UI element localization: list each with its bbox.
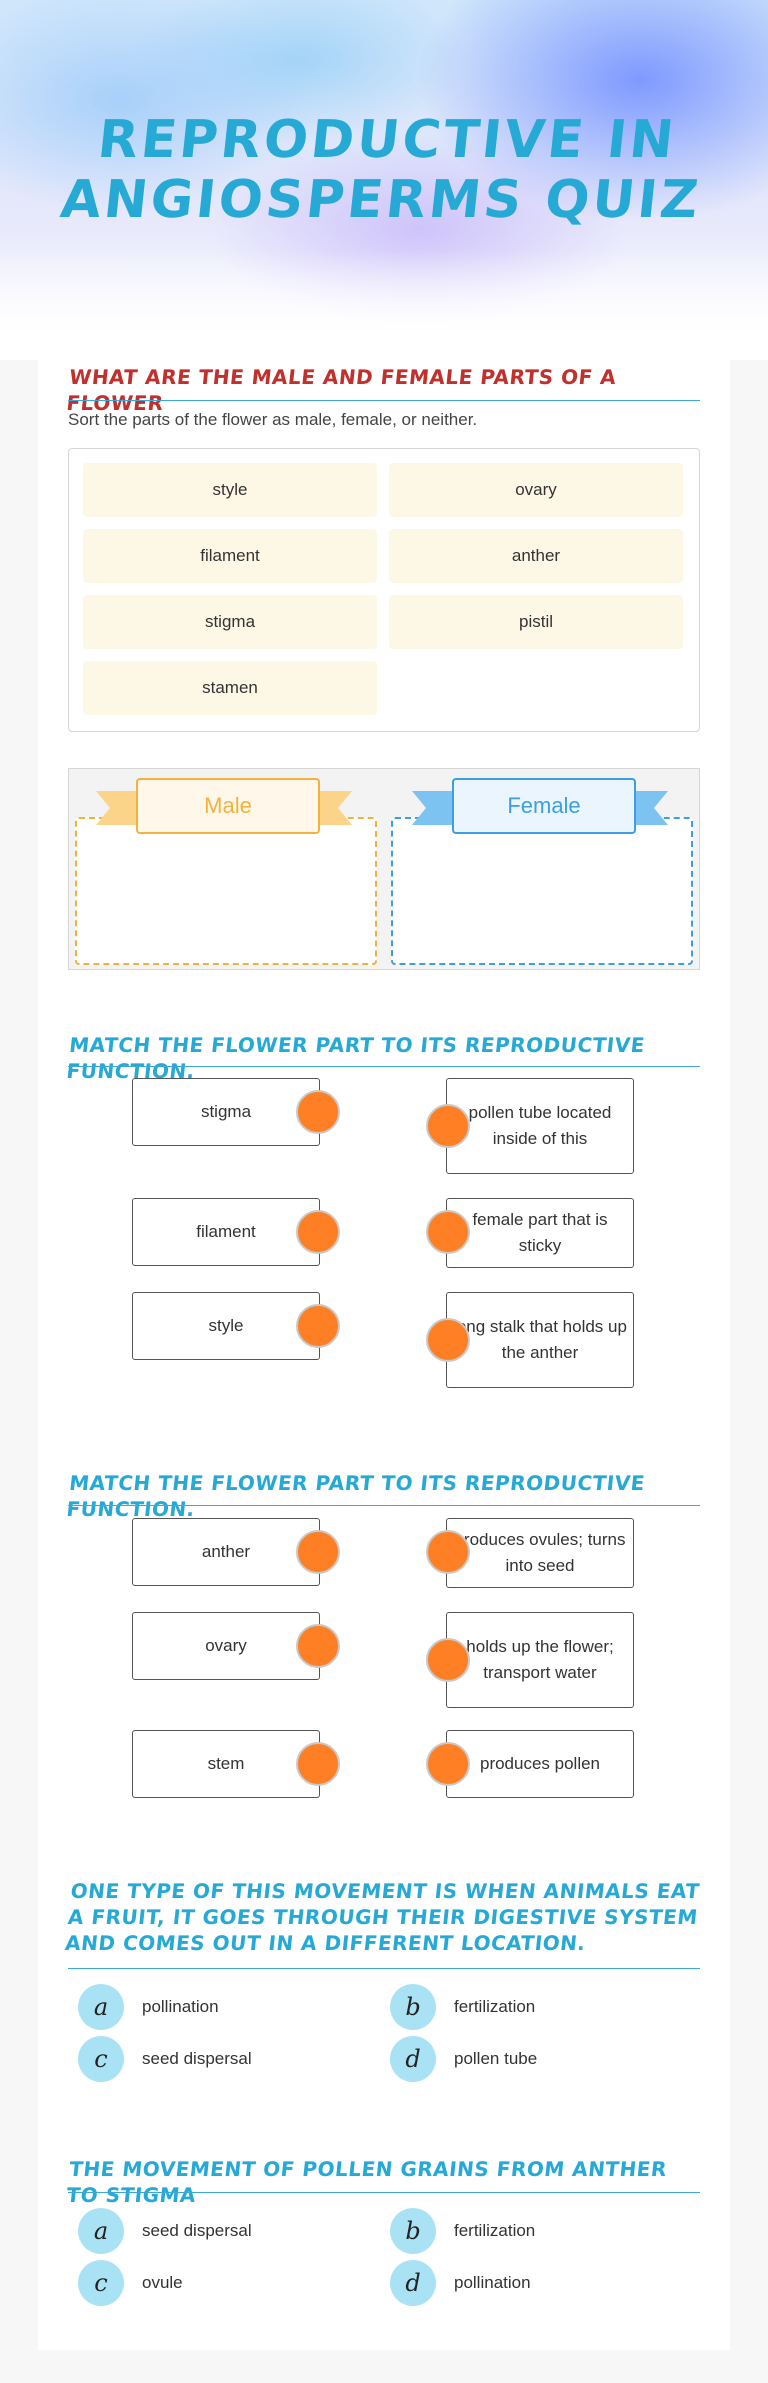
match-left-connector[interactable] [296,1304,340,1348]
match-left-item[interactable]: style [132,1292,320,1360]
match-left-item[interactable]: ovary [132,1612,320,1680]
question-3-title: Match the flower part to its reproductiv… [65,1471,647,1521]
match-left-connector[interactable] [296,1742,340,1786]
answer-option[interactable]: b fertilization [390,2208,535,2254]
option-letter: b [390,2208,436,2254]
answer-option[interactable]: d pollen tube [390,2036,537,2082]
option-letter: b [390,1984,436,2030]
answer-option[interactable]: a pollination [78,1984,219,2030]
option-letter: c [78,2260,124,2306]
option-text: fertilization [454,2221,536,2240]
match-right-item[interactable]: produces pollen [446,1730,634,1798]
question-5-title: The movement of pollen grains from anthe… [65,2157,669,2207]
option-text: fertilization [454,1997,536,2016]
answer-option[interactable]: c ovule [78,2260,183,2306]
match-right-item[interactable]: pollen tube located inside of this [446,1078,634,1174]
sort-item[interactable]: style [83,463,377,517]
option-letter: c [78,2036,124,2082]
question-4-title: One type of this movement is when animal… [64,1879,701,1955]
answer-option[interactable]: c seed dispersal [78,2036,252,2082]
match-right-connector[interactable] [426,1104,470,1148]
match-right-item[interactable]: female part that is sticky [446,1198,634,1268]
option-text: seed dispersal [142,2221,252,2240]
sort-item[interactable]: anther [389,529,683,583]
sort-item[interactable]: pistil [389,595,683,649]
question-1-title: What are the male and female parts of a … [65,365,618,415]
answer-option[interactable]: a seed dispersal [78,2208,252,2254]
match-left-connector[interactable] [296,1624,340,1668]
female-ribbon-left-icon [412,791,462,825]
male-ribbon-left-icon [96,791,146,825]
male-drop-zone[interactable] [75,817,377,965]
option-letter: a [78,2208,124,2254]
answer-option[interactable]: d pollination [390,2260,531,2306]
match-left-item[interactable]: stem [132,1730,320,1798]
question-3-rule [68,1505,700,1506]
answer-option[interactable]: b fertilization [390,1984,535,2030]
match-left-connector[interactable] [296,1090,340,1134]
header-fade [0,250,768,360]
sort-item[interactable]: stamen [83,661,377,715]
match-left-item[interactable]: anther [132,1518,320,1586]
female-category-label: Female [452,778,636,834]
match-right-connector[interactable] [426,1742,470,1786]
question-4-rule [68,1968,700,1969]
option-text: pollination [142,1997,219,2016]
sort-items-box: style ovary filament anther stigma pisti… [68,448,700,732]
match-right-connector[interactable] [426,1210,470,1254]
male-category-label: Male [136,778,320,834]
page-title: Reproductive in Angiosperms Quiz [0,110,768,230]
female-drop-zone[interactable] [391,817,693,965]
match-right-connector[interactable] [426,1530,470,1574]
option-text: seed dispersal [142,2049,252,2068]
match-right-connector[interactable] [426,1638,470,1682]
option-letter: a [78,1984,124,2030]
question-2-rule [68,1066,700,1067]
question-5-rule [68,2192,700,2193]
match-right-item[interactable]: produces ovules; turns into seed [446,1518,634,1588]
option-text: pollen tube [454,2049,538,2068]
match-left-item[interactable]: stigma [132,1078,320,1146]
question-2-title: Match the flower part to its reproductiv… [65,1033,647,1083]
match-left-connector[interactable] [296,1210,340,1254]
option-text: ovule [142,2273,183,2292]
match-right-item[interactable]: holds up the flower; transport water [446,1612,634,1708]
sort-item[interactable]: filament [83,529,377,583]
sort-item[interactable]: ovary [389,463,683,517]
match-right-connector[interactable] [426,1318,470,1362]
match-right-item[interactable]: long stalk that holds up the anther [446,1292,634,1388]
match-left-item[interactable]: filament [132,1198,320,1266]
option-text: pollination [454,2273,531,2292]
category-area: Male Female [68,768,700,970]
page-title-text: Reproductive in Angiosperms Quiz [57,110,704,230]
option-letter: d [390,2260,436,2306]
match-left-connector[interactable] [296,1530,340,1574]
question-1-instruction: Sort the parts of the flower as male, fe… [68,410,478,429]
sort-item[interactable]: stigma [83,595,377,649]
question-1-rule [68,400,700,401]
option-letter: d [390,2036,436,2082]
